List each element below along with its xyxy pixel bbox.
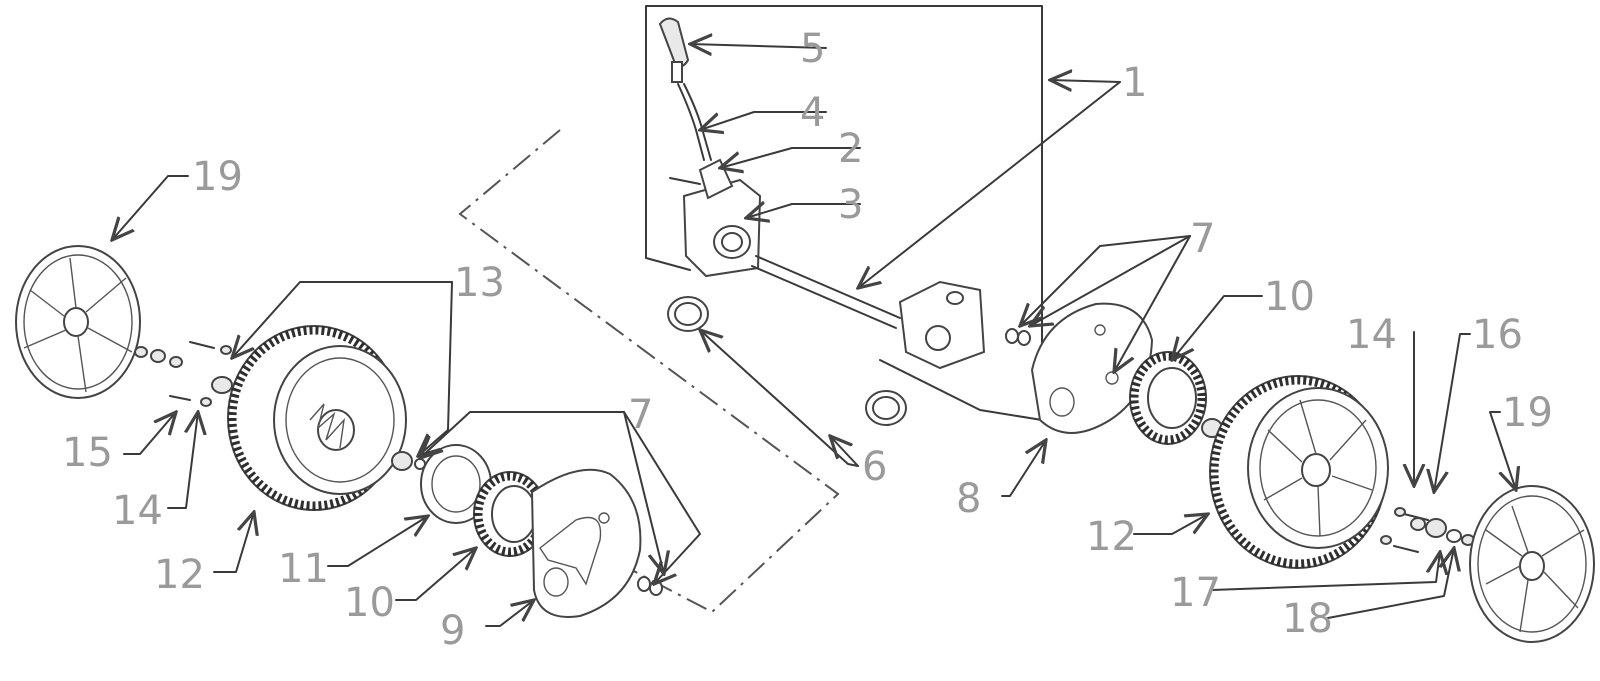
callout-2: 2 — [838, 126, 863, 172]
wheel-left — [227, 325, 407, 511]
callout-7-right: 7 — [1190, 216, 1215, 262]
callout-6: 6 — [862, 444, 887, 490]
axle-bracket-right — [898, 280, 986, 370]
callout-14-right: 14 — [1346, 312, 1397, 358]
callout-18: 18 — [1282, 596, 1333, 642]
callout-3: 3 — [838, 182, 863, 228]
callout-19-left: 19 — [192, 154, 243, 200]
bushing-lower — [865, 390, 907, 426]
leader-lines — [112, 44, 1516, 627]
plate-right-8 — [1030, 302, 1154, 434]
hardware-left — [134, 341, 233, 407]
callout-17: 17 — [1170, 570, 1221, 616]
callout-11: 11 — [278, 546, 329, 592]
callout-1: 1 — [1122, 60, 1147, 106]
gear-right — [1129, 351, 1207, 445]
callout-4: 4 — [800, 90, 825, 136]
callout-8: 8 — [956, 476, 981, 522]
callout-13: 13 — [454, 260, 505, 306]
wheel-right — [1209, 375, 1389, 569]
callout-9: 9 — [440, 608, 465, 654]
callout-labels: 1 2 3 4 5 6 7 7 8 9 10 10 11 12 12 13 14… — [62, 26, 1553, 654]
hubcap-left — [15, 245, 141, 399]
plate-left-9 — [530, 468, 642, 618]
callout-14-left: 14 — [112, 488, 163, 534]
callout-5: 5 — [800, 26, 825, 72]
clips-right-7 — [1005, 328, 1031, 346]
assembly-boundary-line — [458, 129, 840, 614]
callout-12-right: 12 — [1086, 514, 1137, 560]
callout-10-left: 10 — [344, 580, 395, 626]
hardware-right — [1380, 507, 1475, 553]
callout-12-left: 12 — [154, 552, 205, 598]
callout-7-left: 7 — [628, 392, 653, 438]
bushing-upper — [667, 296, 709, 332]
callout-10-right: 10 — [1264, 274, 1315, 320]
lever-handle — [658, 17, 712, 161]
callout-16: 16 — [1472, 312, 1523, 358]
callout-15: 15 — [62, 430, 113, 476]
hubcap-right — [1469, 485, 1595, 643]
callout-19-right: 19 — [1502, 390, 1553, 436]
